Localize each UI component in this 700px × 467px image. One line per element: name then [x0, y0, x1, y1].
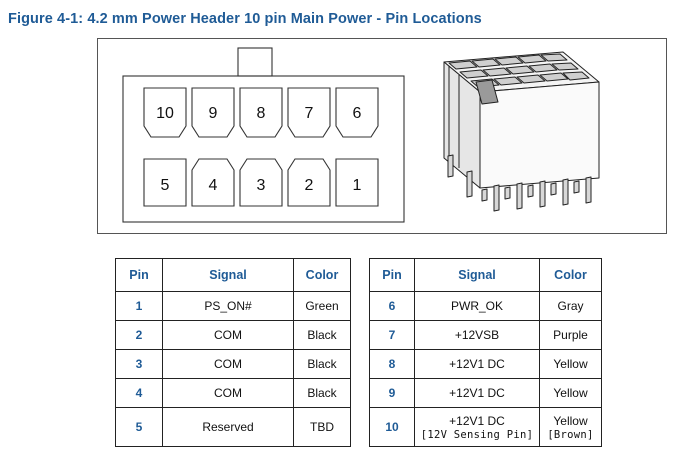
pin-label-7: 7: [305, 105, 314, 122]
signal-cell: COM: [162, 349, 294, 379]
signal-cell: COM: [162, 320, 294, 350]
color-cell: Black: [293, 320, 351, 350]
pin-label-10: 10: [156, 105, 174, 122]
header-outline: [122, 75, 405, 223]
figure-title: Figure 4-1: 4.2 mm Power Header 10 pin M…: [8, 11, 482, 27]
table-row: 3 COM Black: [115, 349, 351, 379]
signal-cell: +12V1 DC: [414, 349, 540, 379]
table-header-row: Pin Signal Color: [369, 258, 602, 292]
header-signal: Signal: [162, 258, 294, 292]
pin-label-2: 2: [305, 177, 314, 194]
pin-cell: 2: [115, 320, 163, 350]
color-cell: Yellow [Brown]: [539, 407, 602, 447]
pin-label-8: 8: [257, 105, 266, 122]
pin-cell: 7: [369, 320, 415, 350]
color-cell: Gray: [539, 291, 602, 321]
color-cell: Yellow: [539, 349, 602, 379]
figure-frame: [97, 38, 667, 234]
table-row: 9 +12V1 DC Yellow: [369, 378, 602, 408]
pin-cell: 3: [115, 349, 163, 379]
pin-label-9: 9: [209, 105, 218, 122]
pin-cell: 8: [369, 349, 415, 379]
header-pin: Pin: [115, 258, 163, 292]
pin-cell: 10: [369, 407, 415, 447]
pin-label-6: 6: [353, 105, 362, 122]
pin-label-1: 1: [353, 177, 362, 194]
color-note: [Brown]: [547, 428, 594, 441]
pin-cell: 4: [115, 378, 163, 408]
table-row: 4 COM Black: [115, 378, 351, 408]
pin-cell: 9: [369, 378, 415, 408]
pin-cell: 6: [369, 291, 415, 321]
color-text: Yellow: [553, 413, 588, 428]
signal-text: +12V1 DC: [449, 413, 505, 428]
pin-label-5: 5: [161, 177, 170, 194]
table-header-row: Pin Signal Color: [115, 258, 351, 292]
signal-cell: +12V1 DC [12V Sensing Pin]: [414, 407, 540, 447]
color-cell: Black: [293, 349, 351, 379]
color-cell: Purple: [539, 320, 602, 350]
color-cell: Yellow: [539, 378, 602, 408]
connector-3d-illustration: [443, 51, 600, 212]
signal-cell: PS_ON#: [162, 291, 294, 321]
signal-cell: Reserved: [162, 407, 294, 447]
color-cell: Black: [293, 378, 351, 408]
header-signal: Signal: [414, 258, 540, 292]
table-row: 10 +12V1 DC [12V Sensing Pin] Yellow [Br…: [369, 407, 602, 447]
signal-cell: COM: [162, 378, 294, 408]
table-row: 5 Reserved TBD: [115, 407, 351, 447]
signal-note: [12V Sensing Pin]: [420, 428, 534, 441]
header-color: Color: [293, 258, 351, 292]
header-pin: Pin: [369, 258, 415, 292]
table-row: 2 COM Black: [115, 320, 351, 350]
table-row: 8 +12V1 DC Yellow: [369, 349, 602, 379]
signal-cell: PWR_OK: [414, 291, 540, 321]
pin-label-3: 3: [257, 177, 266, 194]
latch-tab: [237, 47, 273, 77]
signal-cell: +12VSB: [414, 320, 540, 350]
pin-table-right: Pin Signal Color 6 PWR_OK Gray 7 +12VSB …: [369, 258, 602, 447]
pin-table-left: Pin Signal Color 1 PS_ON# Green 2 COM Bl…: [115, 258, 351, 447]
color-cell: Green: [293, 291, 351, 321]
table-row: 7 +12VSB Purple: [369, 320, 602, 350]
pin-cell: 5: [115, 407, 163, 447]
color-cell: TBD: [293, 407, 351, 447]
header-color: Color: [539, 258, 602, 292]
pin-number-labels: 10 9 8 7 6 5 4 3 2 1: [156, 105, 361, 194]
connector-diagram: 10 9 8 7 6 5 4 3 2 1: [122, 47, 600, 223]
signal-cell: +12V1 DC: [414, 378, 540, 408]
table-row: 6 PWR_OK Gray: [369, 291, 602, 321]
table-row: 1 PS_ON# Green: [115, 291, 351, 321]
pin-label-4: 4: [209, 177, 218, 194]
pinout-front-view: [122, 47, 405, 223]
pin-cell: 1: [115, 291, 163, 321]
